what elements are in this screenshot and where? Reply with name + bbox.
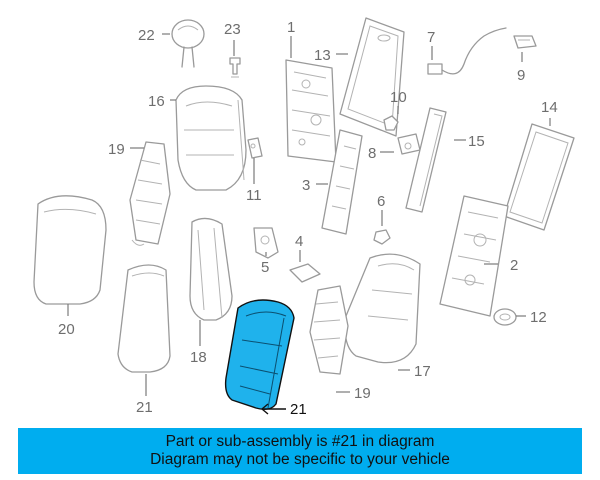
callout-14: 14 <box>541 99 558 116</box>
part-11-bracket <box>247 137 263 159</box>
part-14-rear-panel <box>503 123 575 231</box>
callout-5: 5 <box>261 259 269 276</box>
part-20-seat-cushion <box>33 195 107 305</box>
callout-17: 17 <box>414 363 431 380</box>
parts-diagram: 22 23 1 13 7 9 10 8 15 14 16 19 11 3 6 2… <box>33 17 575 418</box>
part-17-seat-cover <box>344 253 421 364</box>
callout-11: 11 <box>246 187 262 204</box>
part-19-padding-lower <box>309 285 349 375</box>
part-3-center-frame <box>321 129 363 235</box>
leader-lines <box>67 33 551 415</box>
callout-labels: 22 23 1 13 7 9 10 8 15 14 16 19 11 3 6 2… <box>58 19 558 418</box>
callout-24: 23 <box>224 21 241 38</box>
part-22-lower-cushion <box>117 264 171 373</box>
part-7-cable <box>427 27 507 75</box>
part-12-grommet <box>493 308 517 326</box>
callout-16: 16 <box>148 93 165 110</box>
part-19-padding-upper <box>129 141 171 246</box>
part-18-side-cushion <box>189 217 233 321</box>
callout-10: 10 <box>390 89 407 106</box>
callout-20: 20 <box>58 321 75 338</box>
callout-13: 13 <box>314 47 331 64</box>
callout-18: 18 <box>190 349 207 366</box>
callout-12: 12 <box>530 309 547 326</box>
callout-1: 1 <box>287 19 295 36</box>
callout-3: 3 <box>302 177 310 194</box>
callout-22: 21 <box>136 399 153 416</box>
part-9-bracket <box>513 35 537 49</box>
part-4-plate <box>289 263 321 283</box>
callout-8: 8 <box>368 145 376 162</box>
banner-line-2: Diagram may not be specific to your vehi… <box>150 451 450 468</box>
part-1-backrest-frame <box>285 59 337 163</box>
part-21-seat-back-pad-highlighted <box>224 299 295 411</box>
part-24-clip <box>229 57 241 78</box>
part-6-fastener <box>373 229 391 245</box>
part-2-seat-frame <box>439 195 509 317</box>
callout-4: 4 <box>295 233 303 250</box>
callout-6: 6 <box>377 193 385 210</box>
callout-2: 2 <box>510 257 518 274</box>
part-15-side-trim <box>405 107 447 213</box>
callout-19-lower: 19 <box>354 385 371 402</box>
part-8-bracket <box>397 133 421 155</box>
part-23-headrest-cap <box>171 19 205 68</box>
callout-9: 9 <box>517 67 525 84</box>
part-16-backrest-cover <box>175 85 247 191</box>
banner-line-1: Part or sub-assembly is #21 in diagram <box>165 433 435 450</box>
part-10-clip <box>383 115 399 131</box>
part-info-banner: Part or sub-assembly is #21 in diagram D… <box>18 428 582 474</box>
callout-19-upper: 19 <box>108 141 125 158</box>
callout-15: 15 <box>468 133 485 150</box>
callout-7: 7 <box>427 29 435 46</box>
part-5-bracket <box>253 227 279 259</box>
callout-21: 21 <box>290 401 307 418</box>
callout-23: 22 <box>138 27 155 44</box>
